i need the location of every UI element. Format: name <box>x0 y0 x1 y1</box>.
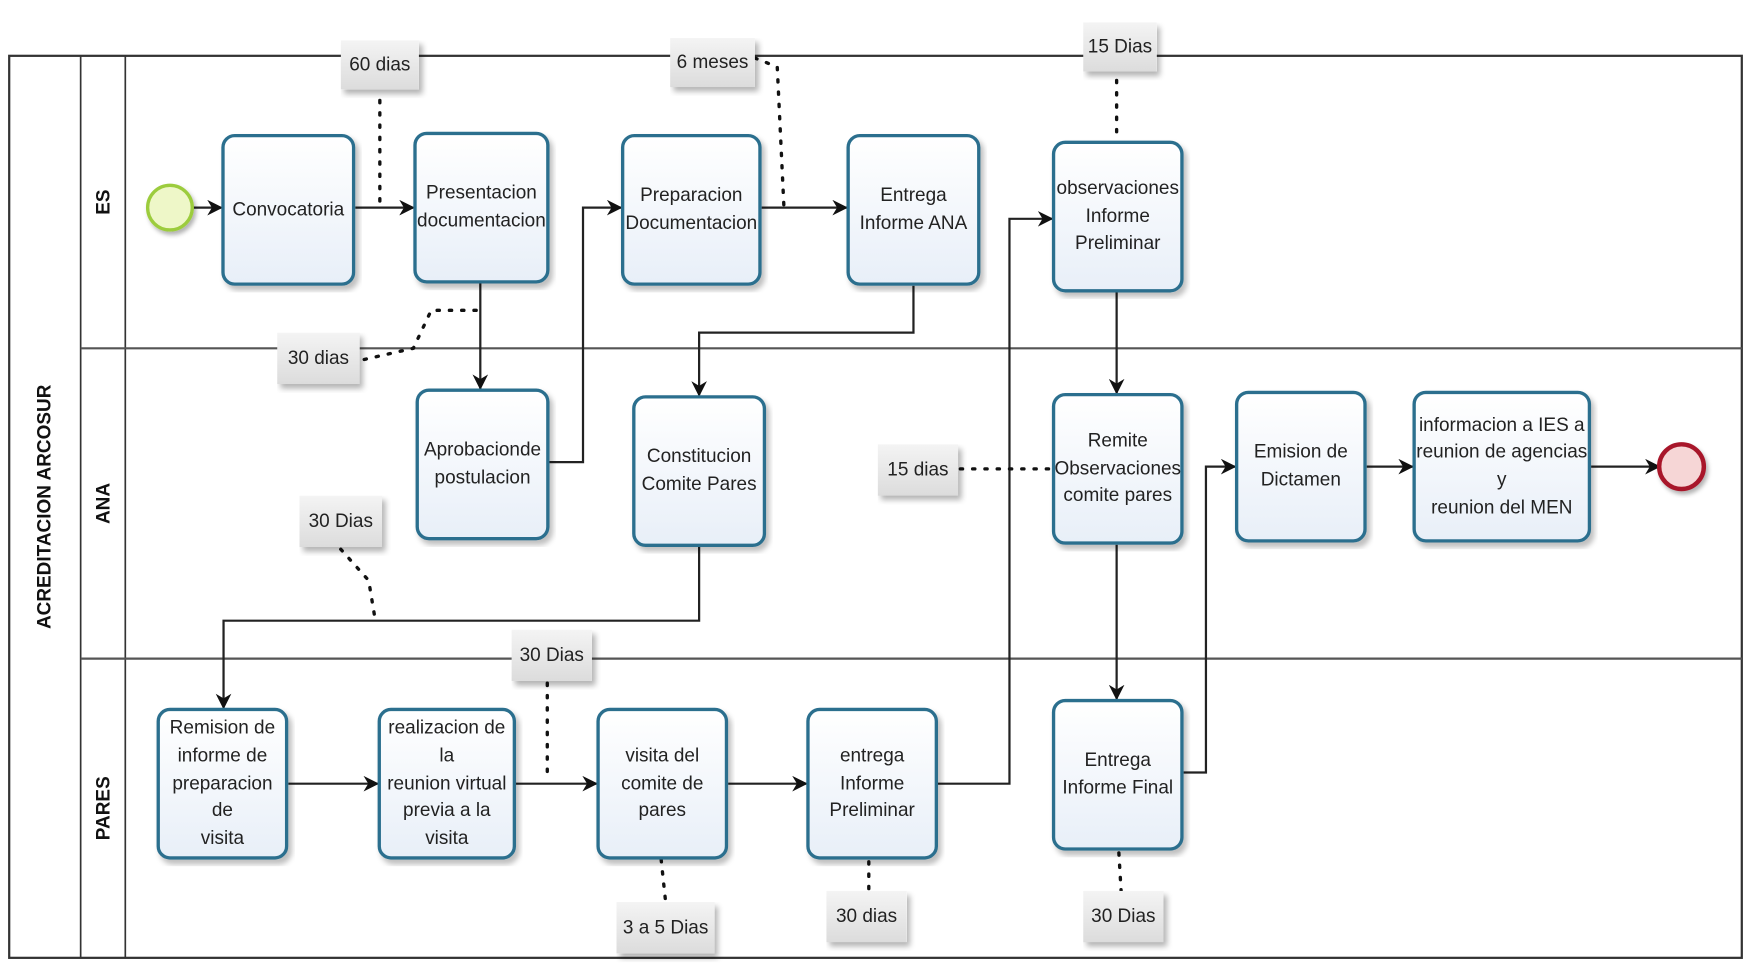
lane-label-es: ES <box>94 189 115 214</box>
tasks: Convocatoria Presentacion documentacion Pr… <box>154 129 1598 867</box>
annotation-text: 30 dias <box>826 890 907 943</box>
task-aprobacion[interactable]: Aprobacionde postulacion <box>413 386 556 547</box>
task-remision[interactable]: Remision de informe de preparacion de vi… <box>154 706 295 867</box>
annotation-a10[interactable]: 30 Dias <box>1083 890 1172 951</box>
annotation-text: 30 Dias <box>1083 890 1164 943</box>
annotation-text: 15 dias <box>877 444 959 496</box>
task-realizacion[interactable]: realizacion de la reunion virtual previa… <box>375 706 522 867</box>
task-convocatoria[interactable]: Convocatoria <box>219 132 362 293</box>
task-entrega-preliminar[interactable]: entrega Informe Preliminar <box>804 706 945 867</box>
task-label: Presentacion documentacion <box>413 131 550 284</box>
task-label: Constitucion Comite Pares <box>632 395 767 548</box>
annotation-text: 30 Dias <box>299 495 383 548</box>
annotation-text: 6 meses <box>670 37 755 88</box>
flow-entrega-preliminar-to-observaciones[interactable] <box>938 210 1054 785</box>
annotation-a3[interactable]: 15 Dias <box>1083 22 1166 80</box>
task-visita[interactable]: visita del comite de pares <box>594 706 735 867</box>
annotation-text: 3 a 5 Dias <box>616 902 715 954</box>
task-label: Entrega Informe ANA <box>846 133 981 286</box>
task-label: realizacion de la reunion virtual previa… <box>377 707 517 860</box>
task-constitucion[interactable]: Constitucion Comite Pares <box>630 393 773 554</box>
annotation-text: 30 Dias <box>511 629 592 681</box>
task-remite[interactable]: Remite Observaciones comite pares <box>1050 391 1191 552</box>
flow-entrega-final-to-emision[interactable] <box>1183 458 1237 774</box>
annotation-a9[interactable]: 30 dias <box>826 890 915 951</box>
annotation-a4[interactable]: 30 dias <box>277 332 369 393</box>
annotation-a1[interactable]: 60 dias <box>340 40 428 98</box>
task-label: Emision de Dictamen <box>1234 390 1367 543</box>
task-label: Entrega Informe Final <box>1051 698 1184 851</box>
task-entrega-ana[interactable]: Entrega Informe ANA <box>844 132 987 293</box>
pool-label: ACREDITACION ARCOSUR <box>35 384 56 629</box>
association-a5 <box>339 547 378 623</box>
annotation-a6[interactable]: 15 dias <box>877 444 967 504</box>
task-entrega-final[interactable]: Entrega Informe Final <box>1050 697 1191 858</box>
annotation-text: 15 Dias <box>1083 22 1157 72</box>
annotation-a7[interactable]: 30 Dias <box>511 629 601 690</box>
lane-label-ana: ANA <box>94 483 115 524</box>
start-event[interactable] <box>145 183 194 232</box>
task-emision[interactable]: Emision de Dictamen <box>1233 388 1374 549</box>
end-event[interactable] <box>1656 442 1707 492</box>
task-label: Remision de informe de preparacion de vi… <box>156 707 289 860</box>
association-a4 <box>362 308 482 362</box>
task-preparacion[interactable]: Preparacion Documentacion <box>619 132 769 293</box>
annotation-text: 60 dias <box>340 40 419 90</box>
task-presentacion[interactable]: Presentacion documentacion <box>411 129 556 290</box>
annotation-a8[interactable]: 3 a 5 Dias <box>616 902 724 962</box>
task-label: Remite Observaciones comite pares <box>1051 392 1184 545</box>
task-informacion[interactable]: informacion a IES a reunion de agencias … <box>1410 388 1598 549</box>
task-label: visita del comite de pares <box>596 707 729 860</box>
lane-label-pares: PARES <box>94 776 115 840</box>
task-label: Preparacion Documentacion <box>620 133 762 286</box>
annotation-a2[interactable]: 6 meses <box>670 37 764 96</box>
task-label: informacion a IES a reunion de agencias … <box>1412 390 1592 543</box>
annotation-a5[interactable]: 30 Dias <box>299 495 391 556</box>
task-label: observaciones Informe Preliminar <box>1051 140 1184 293</box>
flow-entrega-ana-to-constitucion[interactable] <box>691 285 915 397</box>
sequence-flows <box>192 199 1661 792</box>
annotation-text: 30 dias <box>277 332 360 385</box>
task-observaciones[interactable]: observaciones Informe Preliminar <box>1050 138 1191 299</box>
annotations: 60 dias 6 meses 15 Dias 30 dias 30 Dias 15 di… <box>277 22 1172 962</box>
association-a8 <box>659 857 668 904</box>
task-label: Aprobacionde postulacion <box>415 388 550 541</box>
task-label: Convocatoria <box>221 133 356 286</box>
association-a2 <box>753 56 786 210</box>
annotation-associations <box>339 56 1123 904</box>
events <box>145 183 1707 492</box>
flow-constitucion-to-remision[interactable] <box>215 547 701 710</box>
flow-aprobacion-to-preparacion[interactable] <box>549 199 623 464</box>
task-label: entrega Informe Preliminar <box>806 707 939 860</box>
